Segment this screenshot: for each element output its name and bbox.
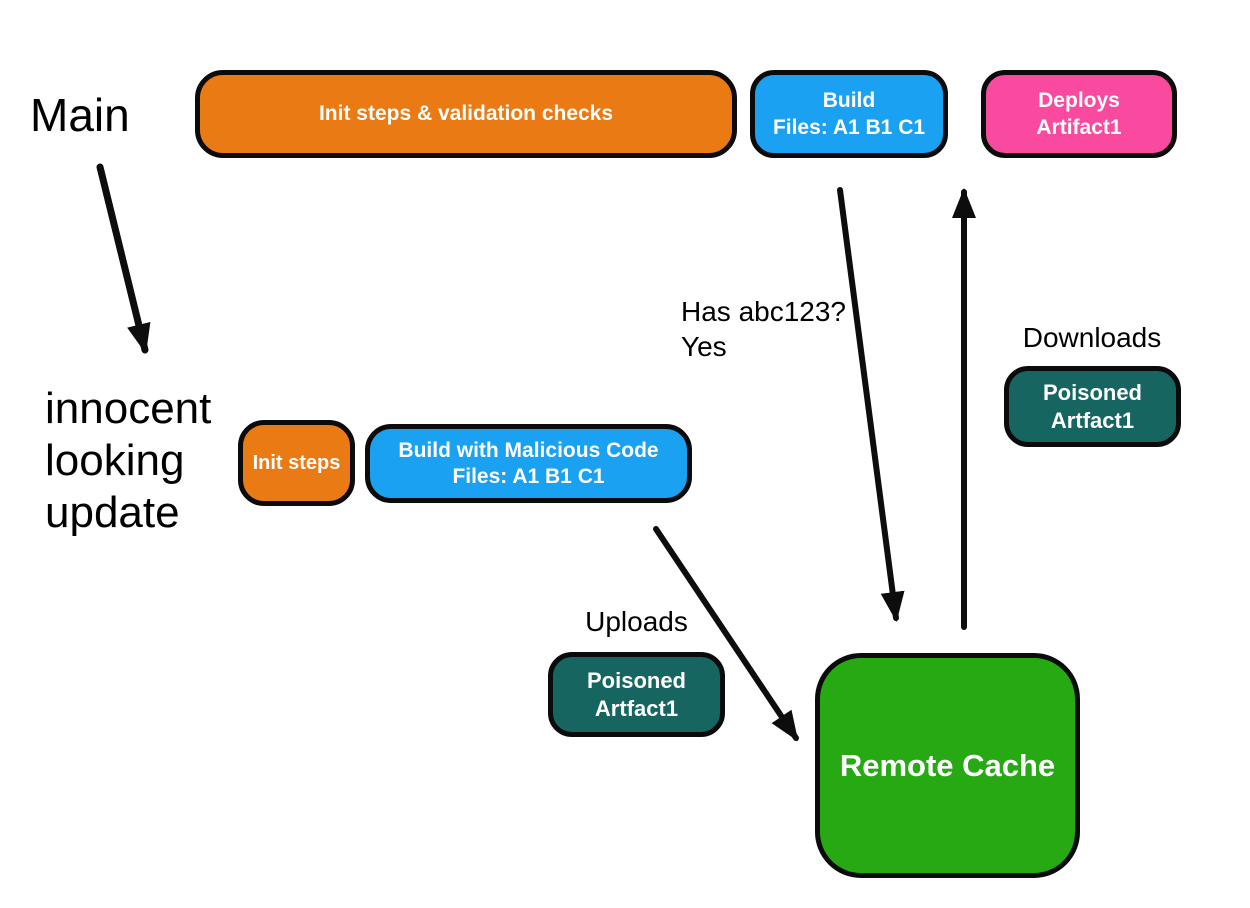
node-remote-cache-label: Remote Cache xyxy=(839,747,1056,783)
node-poisoned-artifact-download: Poisoned Artfact1 xyxy=(1004,366,1181,447)
node-build: Build Files: A1 B1 C1 xyxy=(750,70,948,158)
arrow-main-to-innocent-update xyxy=(96,163,151,354)
node-init-validation-checks: Init steps & validation checks xyxy=(195,70,737,158)
has-hash-query-label: Has abc123? Yes xyxy=(681,296,847,362)
node-init-steps: Init steps xyxy=(238,420,355,506)
node-build-label: Build Files: A1 B1 C1 xyxy=(772,89,926,139)
node-init-validation-checks-label: Init steps & validation checks xyxy=(318,102,614,125)
node-deploys-artifact1: Deploys Artifact1 xyxy=(981,70,1177,158)
downloads-label: Downloads xyxy=(1022,322,1162,353)
node-poisoned-artifact-download-label: Poisoned Artfact1 xyxy=(1042,379,1142,433)
uploads-label: Uploads xyxy=(585,606,688,637)
node-deploys-artifact1-label: Deploys Artifact1 xyxy=(1036,89,1122,139)
node-remote-cache: Remote Cache xyxy=(815,653,1080,878)
node-init-steps-label: Init steps xyxy=(252,451,341,474)
innocent-update-label: innocent looking update xyxy=(45,384,212,537)
main-branch-label: Main xyxy=(30,89,130,141)
node-build-with-malicious-code: Build with Malicious Code Files: A1 B1 C… xyxy=(365,424,692,503)
node-poisoned-artifact-upload: Poisoned Artfact1 xyxy=(548,652,725,737)
node-build-with-malicious-code-label: Build with Malicious Code Files: A1 B1 C… xyxy=(398,438,659,488)
arrow-build-to-remote-cache xyxy=(837,187,905,622)
node-poisoned-artifact-upload-label: Poisoned Artfact1 xyxy=(586,667,686,721)
